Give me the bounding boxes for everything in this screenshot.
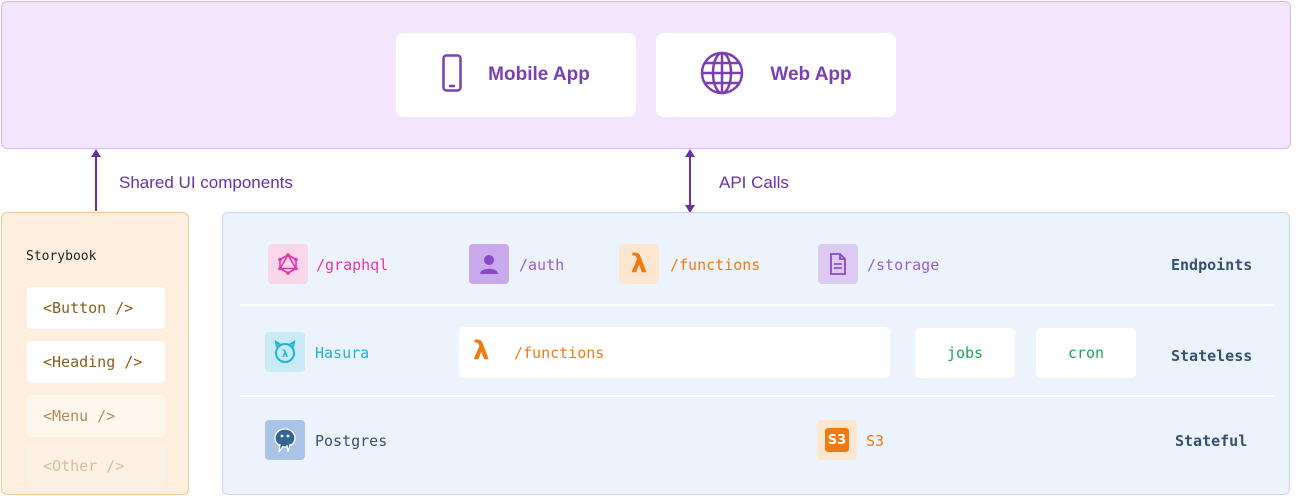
row-divider [240, 395, 1274, 397]
api-calls-arrowhead-down [685, 205, 695, 213]
functions-service-box[interactable] [459, 327, 890, 378]
lambda-icon: λ [473, 336, 490, 366]
globe-icon [700, 51, 744, 100]
cron-label: cron [1067, 344, 1105, 362]
shared-ui-arrowhead [91, 149, 101, 157]
endpoint-functions[interactable]: /functions [670, 256, 761, 274]
jobs-label: jobs [946, 344, 984, 362]
s3-icon: S3 [817, 420, 857, 460]
lambda-icon: λ [619, 244, 659, 284]
functions-service-label: /functions [514, 344, 605, 362]
api-calls-label: API Calls [719, 173, 789, 192]
graphql-icon [268, 244, 308, 284]
storybook-title: Storybook [26, 249, 97, 264]
mobile-app-card[interactable]: Mobile App [396, 33, 636, 117]
postgres-icon [265, 420, 305, 460]
storybook-item-heading[interactable]: <Heading /> [27, 341, 165, 383]
storybook-item-button[interactable]: <Button /> [27, 287, 165, 329]
document-icon [818, 244, 858, 284]
user-icon [469, 244, 509, 284]
endpoint-auth[interactable]: /auth [519, 256, 565, 274]
jobs-box[interactable]: jobs [915, 328, 1015, 378]
storybook-item-menu[interactable]: <Menu /> [27, 395, 165, 437]
s3-icon-text: S3 [827, 432, 847, 448]
s3-label: S3 [866, 432, 885, 450]
api-calls-arrowhead-up [685, 149, 695, 157]
web-app-card[interactable]: Web App [656, 33, 896, 117]
svg-text:λ: λ [282, 349, 289, 360]
hasura-icon: λ [265, 332, 305, 372]
endpoint-graphql[interactable]: /graphql [316, 256, 389, 274]
smartphone-icon [442, 53, 462, 97]
storybook-item-other[interactable]: <Other /> [27, 445, 165, 487]
row-divider [240, 304, 1274, 306]
row-label-stateful: Stateful [1175, 432, 1248, 450]
row-label-stateless: Stateless [1171, 347, 1253, 365]
mobile-app-label: Mobile App [488, 64, 590, 85]
cron-box[interactable]: cron [1036, 328, 1136, 378]
shared-ui-label: Shared UI components [119, 173, 293, 192]
row-label-endpoints: Endpoints [1171, 256, 1253, 274]
clients-panel [1, 1, 1291, 149]
postgres-label: Postgres [315, 432, 388, 450]
web-app-label: Web App [770, 64, 852, 85]
hasura-label: Hasura [315, 344, 370, 362]
endpoint-storage[interactable]: /storage [867, 256, 940, 274]
